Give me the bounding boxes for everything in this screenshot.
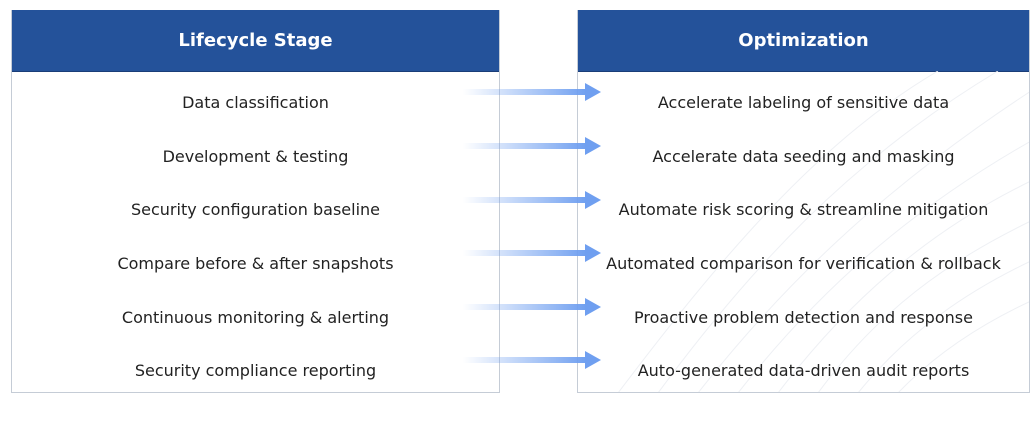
arrow-right-icon [463,351,601,369]
optimization-list: Accelerate labeling of sensitive data Ac… [578,76,1029,392]
stage-item: Compare before & after snapshots [117,254,394,274]
arrow-right-icon [463,298,601,316]
optimization-item: Accelerate labeling of sensitive data [657,93,950,113]
arrow-right-icon [463,244,601,262]
stage-item: Continuous monitoring & alerting [121,307,390,327]
optimization-item: Proactive problem detection and response [634,307,973,327]
optimization-item: Automated comparison for verification & … [606,254,1001,274]
lifecycle-stage-list: Data classification Development & testin… [12,76,499,392]
lifecycle-stage-header: Lifecycle Stage [12,10,499,72]
optimization-item: Automate risk scoring & streamline mitig… [618,200,989,220]
lifecycle-stage-panel: Lifecycle Stage Data classification Deve… [11,10,500,393]
optimization-panel: Optimization Accelerate labeling of sens… [577,10,1030,393]
optimization-item: Accelerate data seeding and masking [652,146,955,166]
arrow-right-icon [463,83,601,101]
stage-item: Development & testing [162,146,349,166]
arrow-right-icon [463,191,601,209]
arrow-right-icon [463,137,601,155]
stage-item: Security compliance reporting [134,361,377,381]
optimization-header: Optimization [578,10,1029,72]
optimization-item: Auto-generated data-driven audit reports [637,361,970,381]
stage-item: Security configuration baseline [130,200,381,220]
stage-item: Data classification [182,93,329,113]
